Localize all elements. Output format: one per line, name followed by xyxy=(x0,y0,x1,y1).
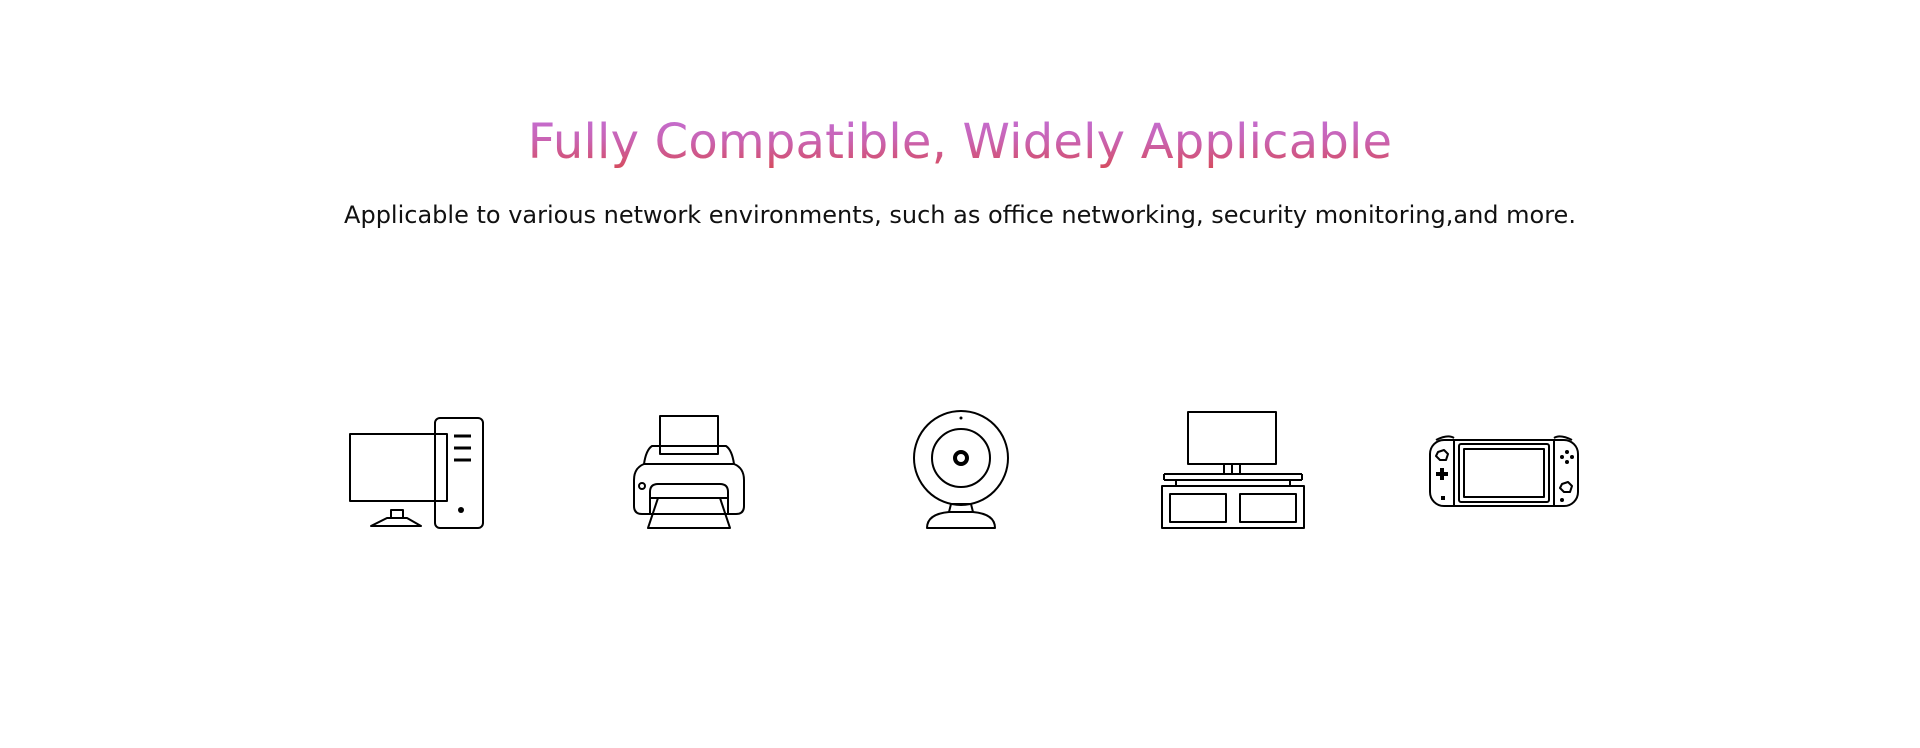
printer-icon xyxy=(632,414,746,530)
section-title-text: Fully Compatible, Widely Applicable xyxy=(528,110,1393,174)
handheld-game-console-icon xyxy=(1428,434,1580,508)
section-subtitle: Applicable to various network environmen… xyxy=(344,201,1576,229)
tv-cabinet-icon xyxy=(1160,410,1306,530)
desktop-computer-icon xyxy=(349,416,485,530)
section-title: Fully Compatible, Widely Applicable xyxy=(0,110,1920,174)
webcam-icon xyxy=(911,408,1011,530)
